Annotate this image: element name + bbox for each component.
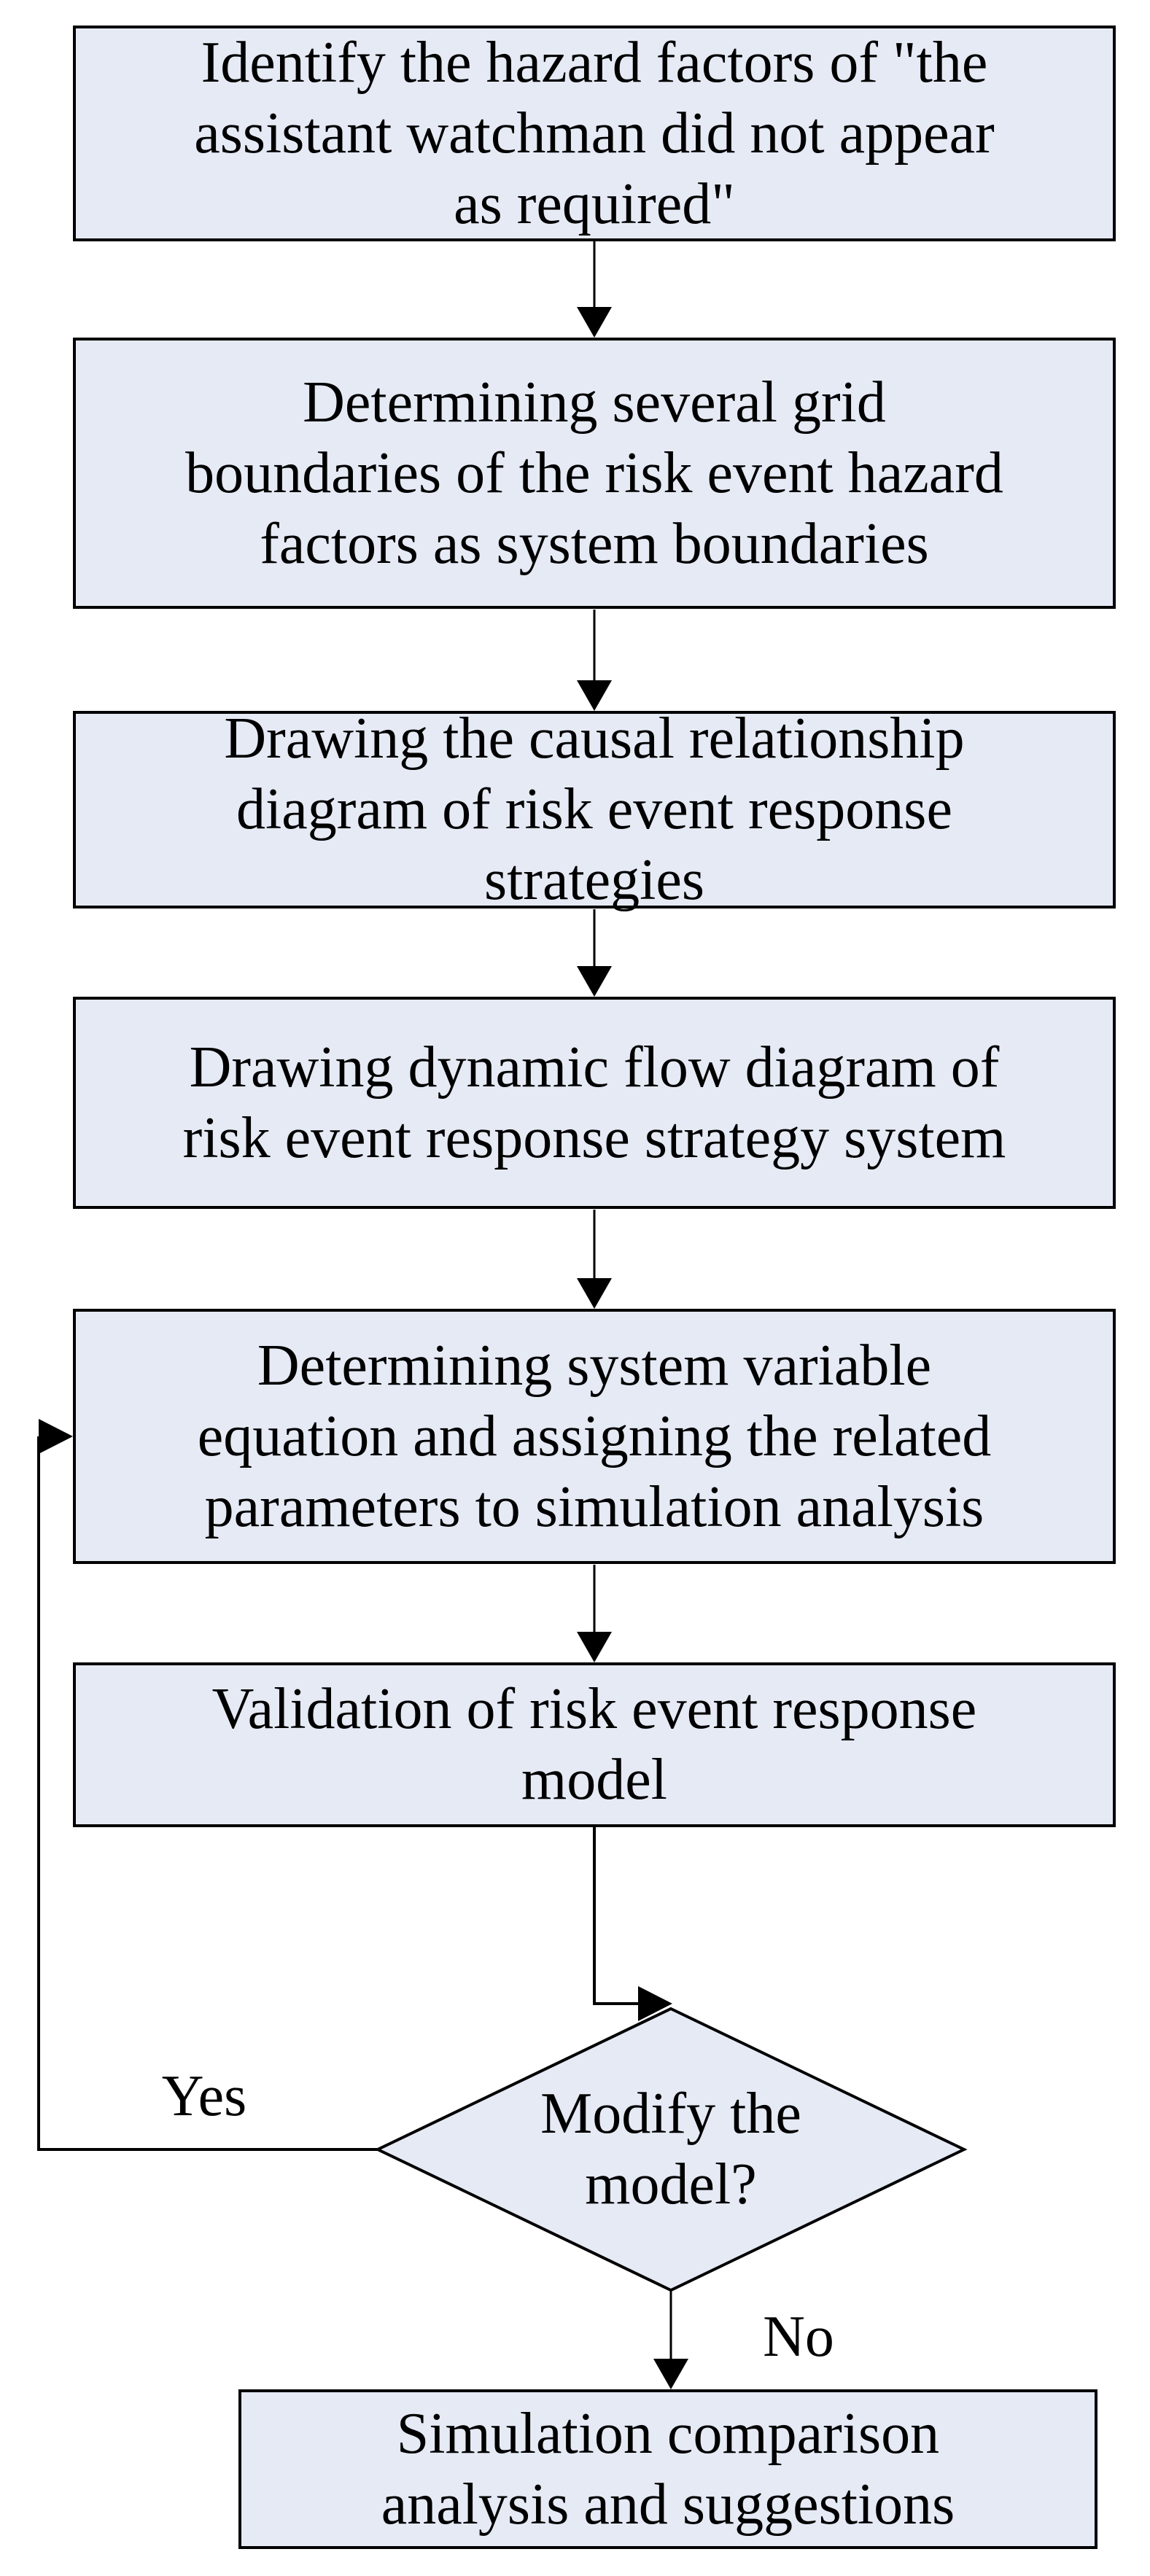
arrowhead-down-icon — [577, 1632, 612, 1662]
arrow-step5-to-step6 — [577, 1565, 612, 1662]
arrow-decision-to-final-no — [653, 2290, 688, 2389]
step-identify-hazard-factors: Identify the hazard factors of "the assi… — [73, 26, 1116, 241]
arrowhead-down-icon — [577, 966, 612, 997]
arrowhead-right-icon — [638, 1986, 672, 2021]
step-determine-grid-boundaries: Determining several grid boundaries of t… — [73, 338, 1116, 609]
arrowhead-down-icon — [653, 2359, 688, 2389]
decision-modify-the-model: Modify the model? — [452, 2061, 890, 2238]
arrowhead-down-icon — [577, 680, 612, 711]
step-text: Simulation comparison analysis and sugge… — [381, 2401, 955, 2537]
step-simulation-comparison: Simulation comparison analysis and sugge… — [238, 2389, 1097, 2549]
step-determine-system-variable-equation: Determining system variable equation and… — [73, 1309, 1116, 1564]
decision-text: Modify the model? — [540, 2082, 801, 2217]
step-text: Determining several grid boundaries of t… — [185, 370, 1003, 576]
step-validate-response-model: Validation of risk event response model — [73, 1662, 1116, 1827]
arrow-step2-to-step3 — [577, 610, 612, 711]
step-text: Determining system variable equation and… — [197, 1333, 992, 1539]
arrow-step3-to-step4 — [577, 909, 612, 997]
no-branch-label: No — [763, 2304, 834, 2369]
step-draw-causal-relationship-diagram: Drawing the causal relationship diagram … — [73, 707, 1116, 912]
step-draw-dynamic-flow-diagram: Drawing dynamic flow diagram of risk eve… — [73, 997, 1116, 1209]
arrow-step4-to-step5 — [577, 1210, 612, 1309]
arrow-step1-to-step2 — [577, 241, 612, 338]
arrowhead-right-icon — [39, 1419, 73, 1454]
arrow-step6-to-decision — [593, 1827, 672, 2021]
step-text: Drawing the causal relationship diagram … — [224, 707, 965, 912]
arrowhead-down-icon — [577, 1278, 612, 1309]
step-text: Identify the hazard factors of "the assi… — [194, 30, 995, 236]
arrowhead-down-icon — [577, 307, 612, 338]
arrow-decision-to-step5-yes — [37, 1419, 378, 2151]
step-text: Drawing dynamic flow diagram of risk eve… — [182, 1035, 1006, 1170]
step-text: Validation of risk event response model — [211, 1677, 977, 1812]
yes-branch-label: Yes — [161, 2063, 247, 2128]
